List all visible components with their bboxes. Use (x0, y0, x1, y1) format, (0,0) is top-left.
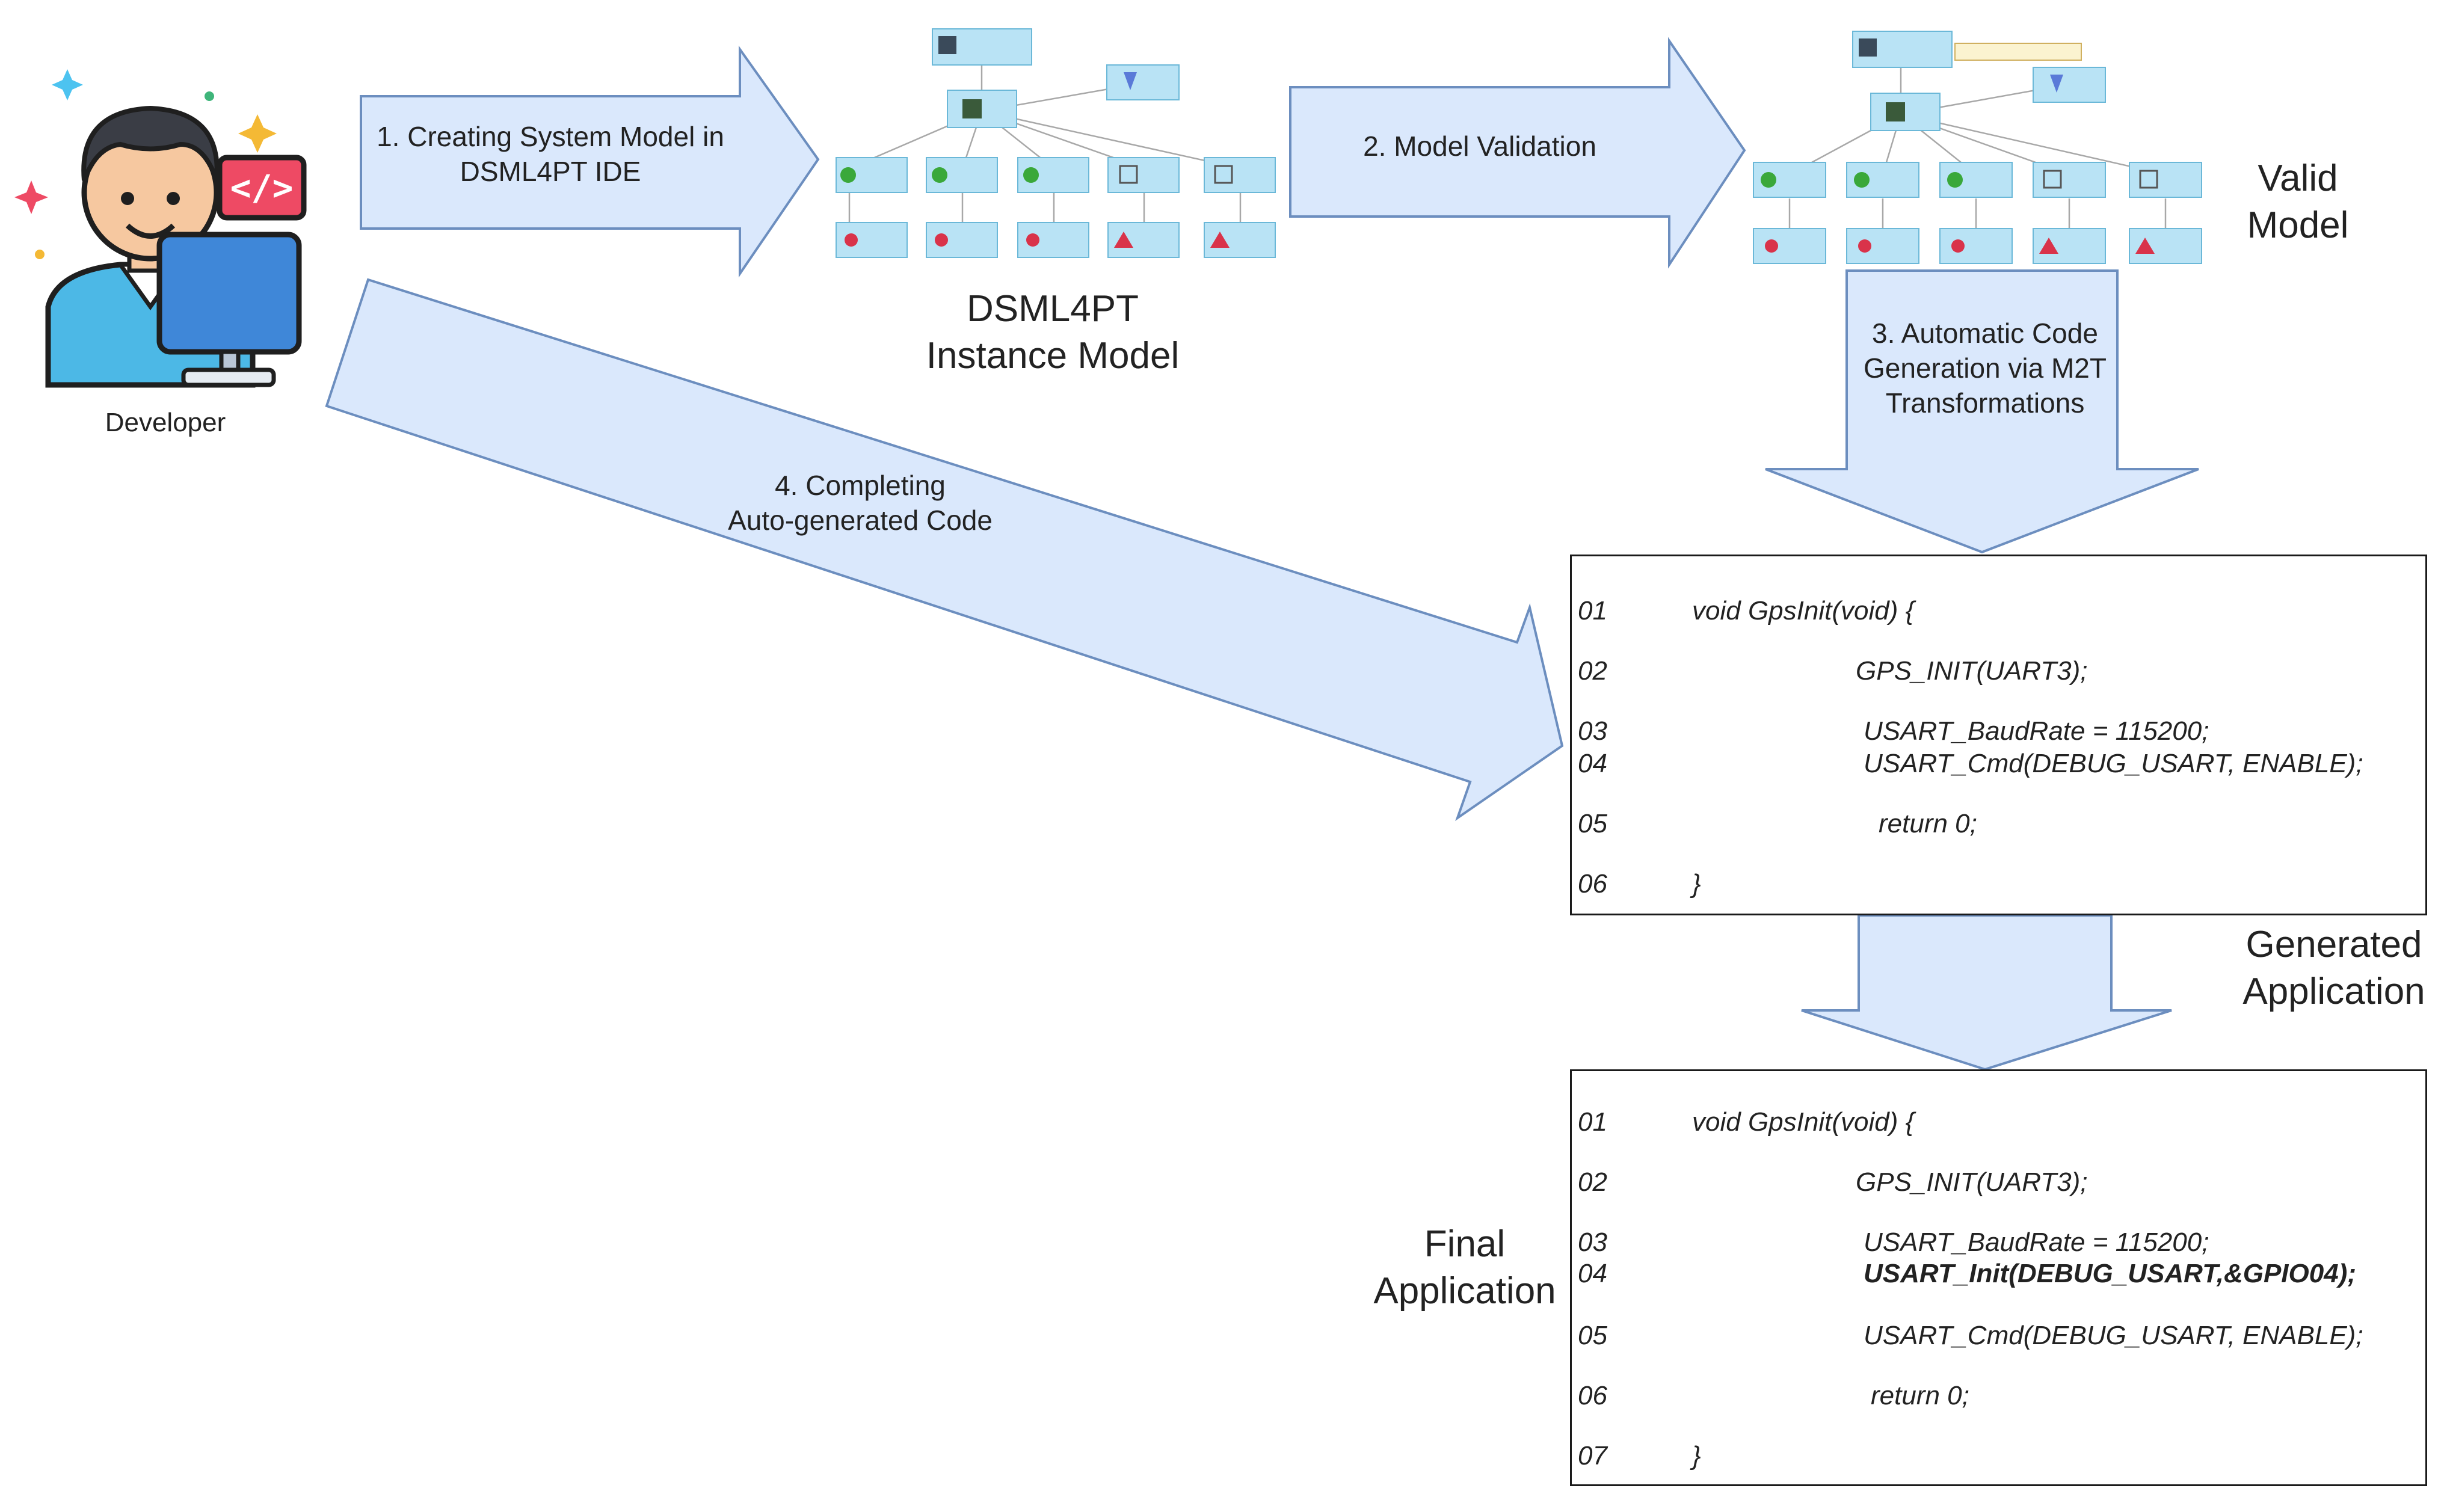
instance-model-label: DSML4PT Instance Model (926, 288, 1180, 376)
step4-label: 4. Completing Auto-generated Code (728, 470, 993, 536)
generated-application-label: Generated Application (2242, 924, 2425, 1012)
instance-model-tree (836, 28, 1276, 258)
arrow-step1 (360, 45, 820, 278)
step1-label: 1. Creating System Model in DSML4PT IDE (377, 121, 724, 187)
final-application-label: Final Application (1373, 1223, 1556, 1312)
developer-icon: </> (14, 69, 307, 388)
arrow-generated-to-final (1801, 914, 2172, 1071)
arrow-step4 (325, 278, 1564, 822)
arrow-step3 (1765, 269, 2199, 554)
valid-model-label: Valid Model (2247, 158, 2349, 246)
valid-model-tree (1753, 31, 2202, 264)
svg-text:</>: </> (230, 167, 294, 208)
arrow-step2 (1289, 37, 1746, 269)
step2-label: 2. Model Validation (1363, 131, 1596, 162)
step3-label: 3. Automatic Code Generation via M2T Tra… (1864, 318, 2107, 419)
developer-label: Developer (105, 408, 226, 437)
